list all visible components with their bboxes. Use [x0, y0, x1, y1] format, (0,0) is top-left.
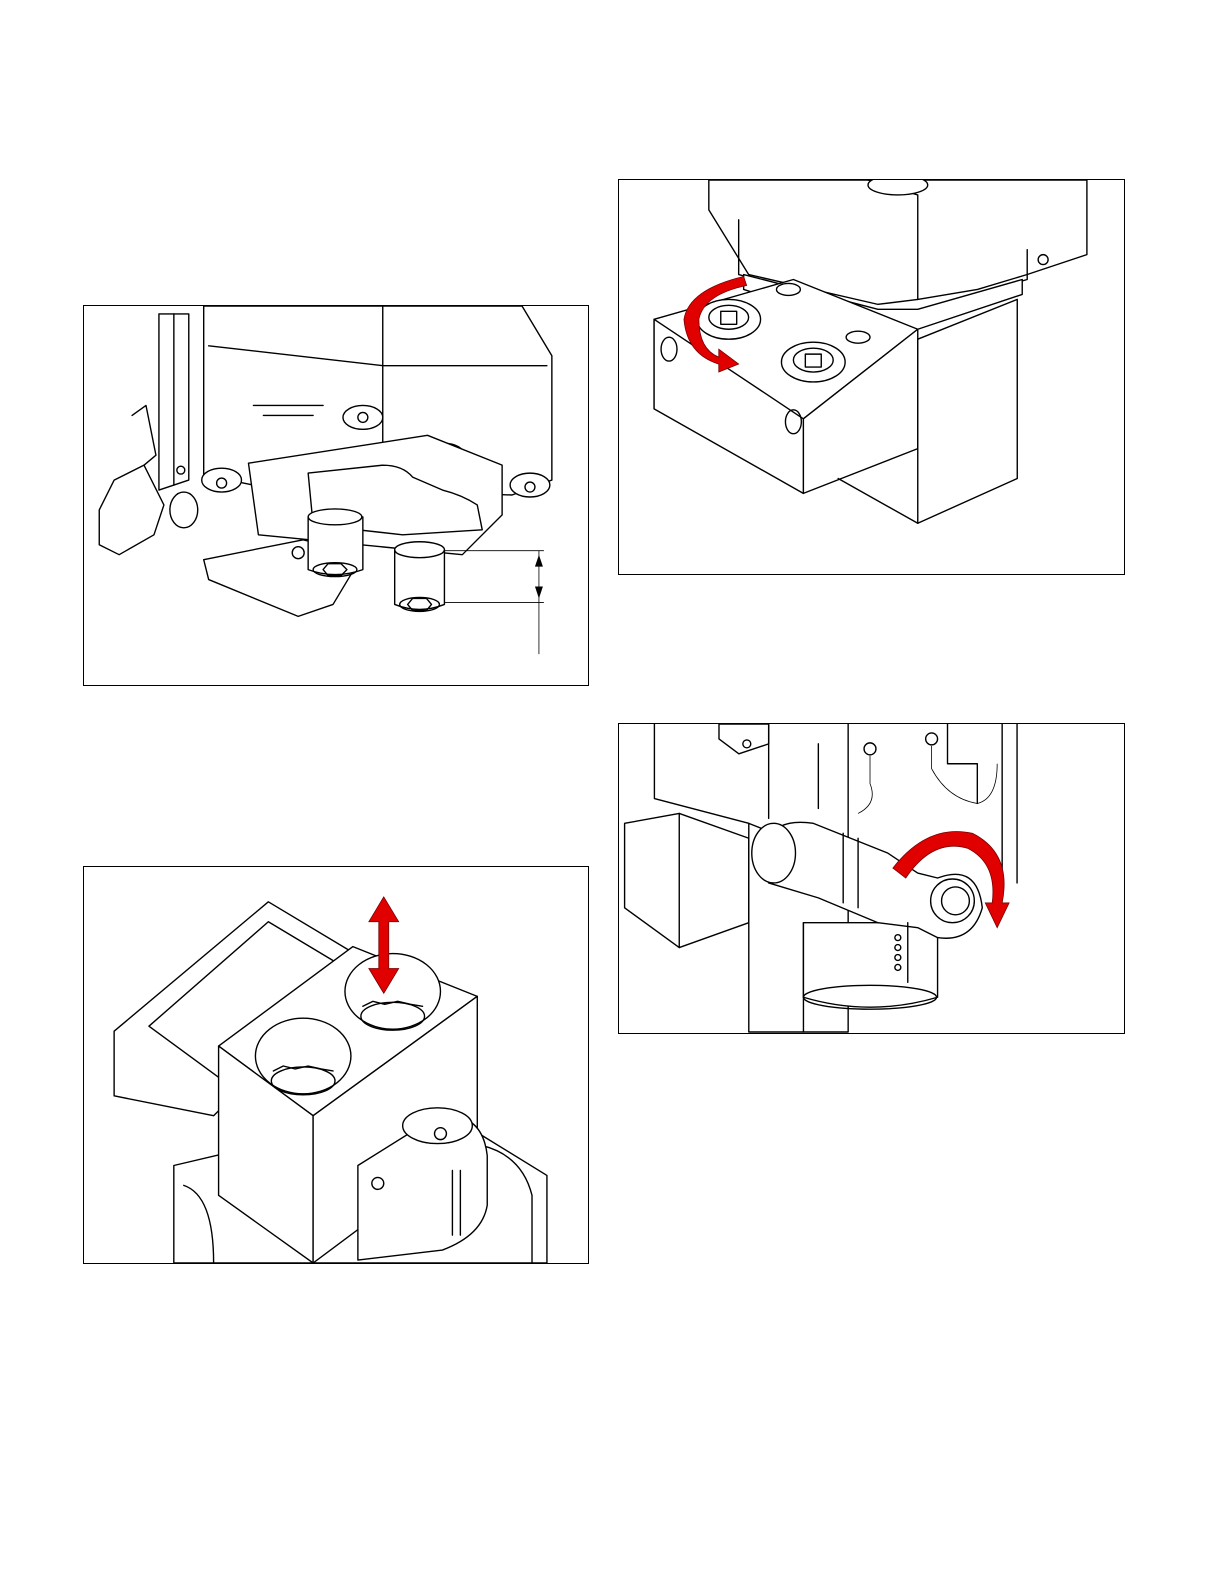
- figure-wrench-nut-rotation: [618, 723, 1125, 1034]
- figure-block-bore-up-down: [83, 866, 589, 1264]
- figure-pump-block-rotation: [618, 179, 1125, 575]
- rotation-arrow-icon: [619, 180, 1124, 574]
- dimension-arrow-icon: [84, 306, 588, 685]
- figure-motor-base-bottom-view: [83, 305, 589, 686]
- rotation-arrow-icon: [619, 724, 1124, 1033]
- double-headed-arrow-icon: [84, 867, 588, 1263]
